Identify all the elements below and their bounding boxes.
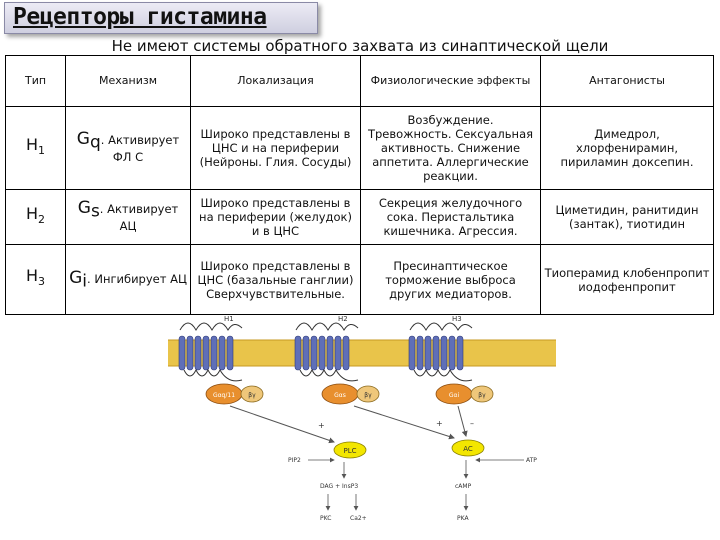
localization-cell: Широко представлены в ЦНС (базальные ган… (190, 244, 361, 315)
svg-text:–: – (470, 419, 474, 428)
svg-text:+: + (318, 421, 325, 430)
table-row: H1 Gq. Активирует ФЛ С Широко представле… (5, 106, 714, 190)
svg-text:+: + (436, 419, 443, 428)
effector-plc: PLC (333, 441, 367, 459)
receptor-type: H2 (5, 189, 66, 245)
header-effects: Физиологические эффекты (360, 55, 541, 107)
receptor-h3: H3 (408, 315, 473, 382)
header-mechanism: Механизм (65, 55, 191, 107)
svg-text:H3: H3 (452, 315, 462, 323)
table-header-row: Тип Механизм Локализация Физиологические… (5, 55, 714, 107)
antagonists-cell: Димедрол, хлорфенирамин, пириламин доксе… (540, 106, 714, 190)
svg-text:AC: AC (463, 445, 473, 453)
receptor-table: Тип Механизм Локализация Физиологические… (5, 55, 714, 315)
svg-text:Gαq/11: Gαq/11 (213, 392, 235, 399)
svg-text:Gαi: Gαi (449, 392, 460, 399)
svg-text:H2: H2 (338, 315, 348, 323)
calcium-label: Ca2+ (350, 515, 367, 522)
effects-cell: Секреция желудочного сока. Перистальтика… (360, 189, 541, 245)
effector-ac: AC (451, 439, 485, 457)
svg-text:PLC: PLC (343, 447, 356, 455)
camp-label: cAMP (455, 483, 472, 490)
receptor-h1: H1 (178, 315, 243, 382)
header-localization: Локализация (190, 55, 361, 107)
mechanism-cell: Gi. Ингибирует АЦ (65, 244, 191, 315)
pka-label: PKA (457, 515, 469, 522)
signaling-diagram: H1 Gαq/11 βγ H2 Gαs βγ H3 (168, 315, 556, 522)
mechanism-cell: Gs. Активирует АЦ (65, 189, 191, 245)
localization-cell: Широко представлены в ЦНС и на периферии… (190, 106, 361, 190)
g-protein-gs: Gαs βγ (321, 383, 380, 405)
subtitle: Не имеют системы обратного захвата из си… (111, 37, 609, 55)
table-row: H3 Gi. Ингибирует АЦ Широко представлены… (5, 244, 714, 315)
svg-text:βγ: βγ (478, 392, 486, 399)
cell-membrane (168, 340, 556, 366)
localization-cell: Широко представлены в на периферии (желу… (190, 189, 361, 245)
header-type: Тип (5, 55, 66, 107)
receptor-type: H1 (5, 106, 66, 190)
antagonists-cell: Тиоперамид клобенпропит иодофенпропит (540, 244, 714, 315)
table-row: H2 Gs. Активирует АЦ Широко представлены… (5, 189, 714, 245)
antagonists-cell: Циметидин, ранитидин (зантак), тиотидин (540, 189, 714, 245)
svg-text:H1: H1 (224, 315, 234, 323)
effects-cell: Пресинаптическое торможение выброса друг… (360, 244, 541, 315)
g-protein-gi: Gαi βγ (435, 383, 494, 405)
dag-label: DAG + InsP3 (320, 483, 358, 490)
svg-text:βγ: βγ (248, 392, 256, 399)
effects-cell: Возбуждение. Тревожность. Сексуальная ак… (360, 106, 541, 190)
mechanism-cell: Gq. Активирует ФЛ С (65, 106, 191, 190)
receptor-h2: H2 (294, 315, 359, 382)
receptor-type: H3 (5, 244, 66, 315)
g-protein-gq: Gαq/11 βγ (205, 383, 264, 405)
slide-title: Рецепторы гистамина (13, 4, 267, 30)
header-antagonists: Антагонисты (540, 55, 714, 107)
svg-text:Gαs: Gαs (334, 392, 346, 399)
pkc-label: PKC (320, 515, 331, 522)
svg-text:βγ: βγ (364, 392, 372, 399)
pip2-label: PIP2 (288, 457, 301, 464)
title-box: Рецепторы гистамина (4, 2, 318, 34)
atp-label: ATP (526, 457, 537, 464)
